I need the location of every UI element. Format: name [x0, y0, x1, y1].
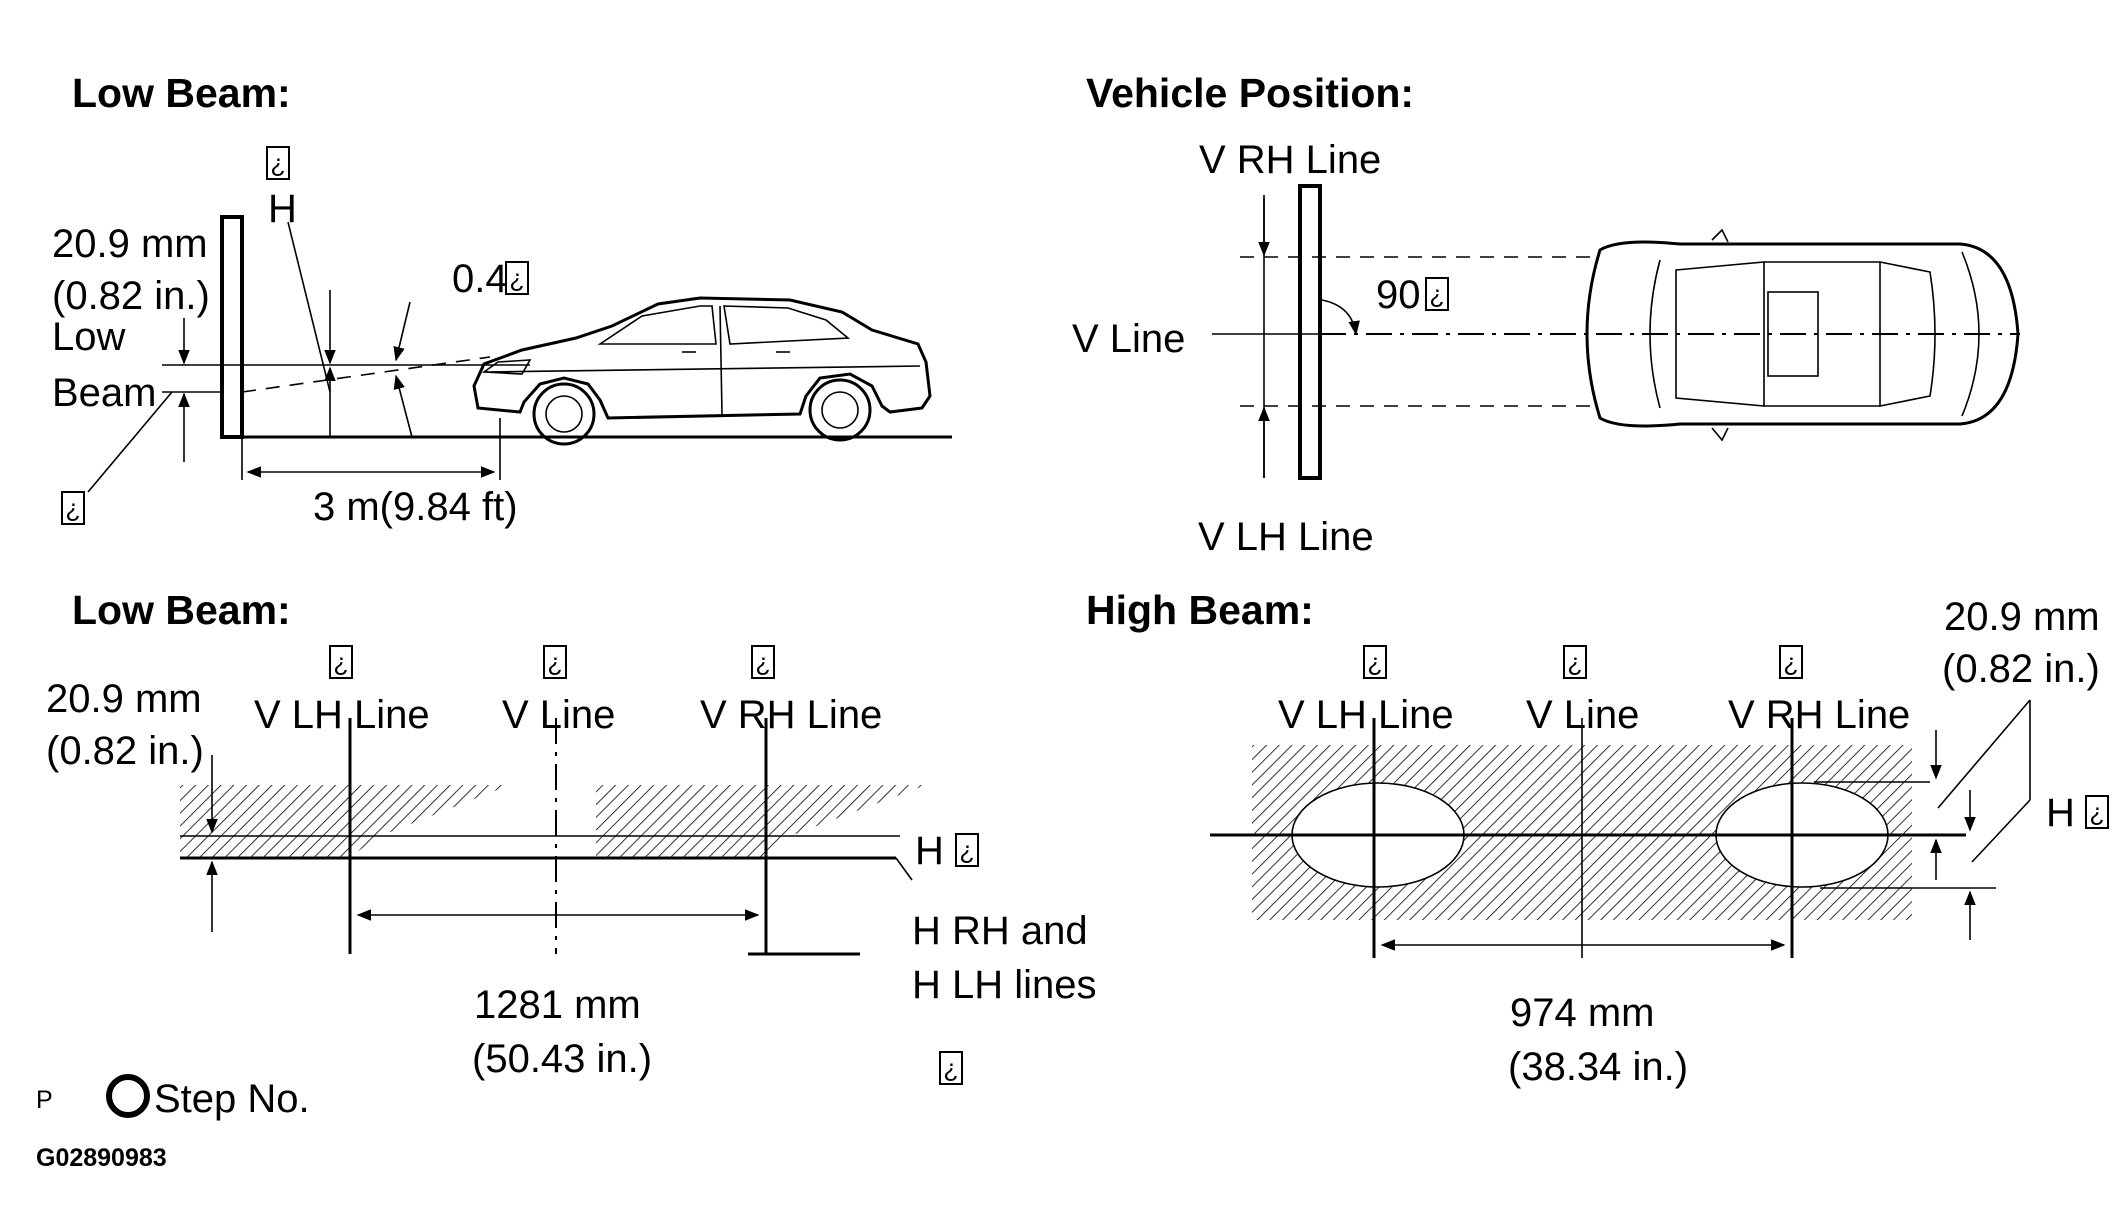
symbol-h-hb: ¿: [2089, 799, 2104, 827]
symbol-box-vcenter-hb: [1563, 645, 1587, 679]
dim-mm-side: 20.9 mm: [52, 222, 208, 266]
symbol-vcenter-hb: ¿: [1567, 649, 1582, 677]
symbol-box-vcenter: [543, 645, 567, 679]
low-beam-screen-view: Low Beam: ¿ ¿ ¿ V LH Line V Line V RH Li…: [46, 587, 1097, 1085]
section-title-vehicle-position: Vehicle Position:: [1086, 70, 1414, 116]
car-side-illustration: [472, 296, 932, 446]
dim-in-lb: (0.82 in.): [46, 729, 204, 773]
symbol-box-h-lb: [955, 833, 979, 867]
section-title-low-beam-side: Low Beam:: [72, 70, 291, 116]
legend-p: P: [36, 1086, 53, 1114]
h-label-hb: H: [2046, 791, 2075, 835]
low-beam-pattern-left: [180, 785, 510, 858]
angle-90-label: 90: [1376, 273, 1421, 317]
dim-in-hb: (0.82 in.): [1942, 647, 2100, 691]
symbol-vrh-hb: ¿: [1783, 649, 1798, 677]
dim-leader-hb: [1937, 699, 2031, 809]
symbol-bottom: ¿: [943, 1055, 958, 1083]
spacing-in-hb: (38.34 in.): [1508, 1045, 1688, 1089]
symbol-box-beam: [61, 491, 85, 525]
low-beam-pattern-right: [596, 785, 926, 858]
legend: P Step No. G02890983: [36, 1074, 310, 1172]
right-angle-arc: [1321, 299, 1360, 336]
car-top-illustration: [1585, 228, 2020, 442]
symbol-vlh: ¿: [333, 649, 348, 677]
v-rh-line-label-hb: V RH Line: [1728, 693, 1910, 737]
symbol-h-lb: ¿: [959, 837, 974, 865]
high-beam-screen-view: High Beam: ¿ ¿ ¿ V LH Line V Line V RH L…: [1086, 587, 2109, 1089]
h-leader-line: [287, 221, 331, 393]
screen-wall-top-view: [1298, 184, 1322, 480]
symbol-box-vlh: [329, 645, 353, 679]
beam-projection-line: [241, 356, 491, 393]
v-rh-line-label-top: V RH Line: [1199, 138, 1381, 182]
v-rh-line-label-lb: V RH Line: [700, 693, 882, 737]
vehicle-position-view: Vehicle Position: V RH Line V Line V LH …: [1072, 70, 2020, 559]
low-beam-label-1: Low: [52, 315, 125, 359]
h-label-side: H: [268, 187, 297, 231]
low-beam-label-2: Beam: [52, 371, 157, 415]
symbol-vrh: ¿: [755, 649, 770, 677]
leader-line-symbol: [87, 391, 173, 493]
angle-arrow-bottom: [393, 374, 413, 438]
h-lines-label-2: H LH lines: [912, 963, 1097, 1007]
dim-in-side: (0.82 in.): [52, 274, 210, 318]
screen-wall: [220, 215, 244, 439]
symbol-box-vlh-hb: [1363, 645, 1387, 679]
v-lh-line-label-hb: V LH Line: [1278, 693, 1454, 737]
spacing-in-lb: (50.43 in.): [472, 1037, 652, 1081]
spacing-mm-lb: 1281 mm: [474, 983, 641, 1027]
h-label-lb: H: [915, 829, 944, 873]
symbol-box-90: [1425, 277, 1449, 311]
symbol-box-bottom: [939, 1051, 963, 1085]
section-title-low-beam-screen: Low Beam:: [72, 587, 291, 633]
legend-step-no: Step No.: [154, 1077, 310, 1121]
symbol-box-h: [266, 146, 290, 180]
dim-mm-lb: 20.9 mm: [46, 677, 202, 721]
h-lines-leader: [895, 857, 913, 881]
h-lines-label-1: H RH and: [912, 909, 1088, 953]
symbol-90: ¿: [1429, 281, 1444, 309]
symbol-box-angle: [505, 261, 529, 295]
symbol-box-h-hb: [2085, 795, 2109, 829]
symbol-vcenter: ¿: [547, 649, 562, 677]
v-lh-line-label: V LH Line: [1198, 515, 1374, 559]
symbol-beam: ¿: [65, 495, 80, 523]
low-beam-side-view: Low Beam: ¿ H 20.9 mm (0.82 in.) Low Bea…: [52, 70, 952, 529]
symbol-angle: ¿: [509, 265, 524, 293]
section-title-high-beam: High Beam:: [1086, 587, 1314, 633]
symbol-box-vrh: [751, 645, 775, 679]
distance-label: 3 m(9.84 ft): [313, 485, 518, 529]
symbol-vlh-hb: ¿: [1367, 649, 1382, 677]
dim-mm-hb: 20.9 mm: [1944, 595, 2100, 639]
symbol-box-vrh-hb: [1779, 645, 1803, 679]
step-circle-icon: [106, 1074, 150, 1118]
angle-arrow-top: [393, 301, 411, 362]
v-line-label: V Line: [1072, 317, 1185, 361]
spacing-mm-hb: 974 mm: [1510, 991, 1655, 1035]
figure-code: G02890983: [36, 1144, 167, 1172]
symbol-h: ¿: [270, 150, 285, 178]
h-leader-hb: [1971, 799, 2031, 863]
angle-label-side: 0.4: [452, 257, 508, 301]
v-lh-line-label-lb: V LH Line: [254, 693, 430, 737]
v-center-line-label-lb: V Line: [502, 693, 615, 737]
